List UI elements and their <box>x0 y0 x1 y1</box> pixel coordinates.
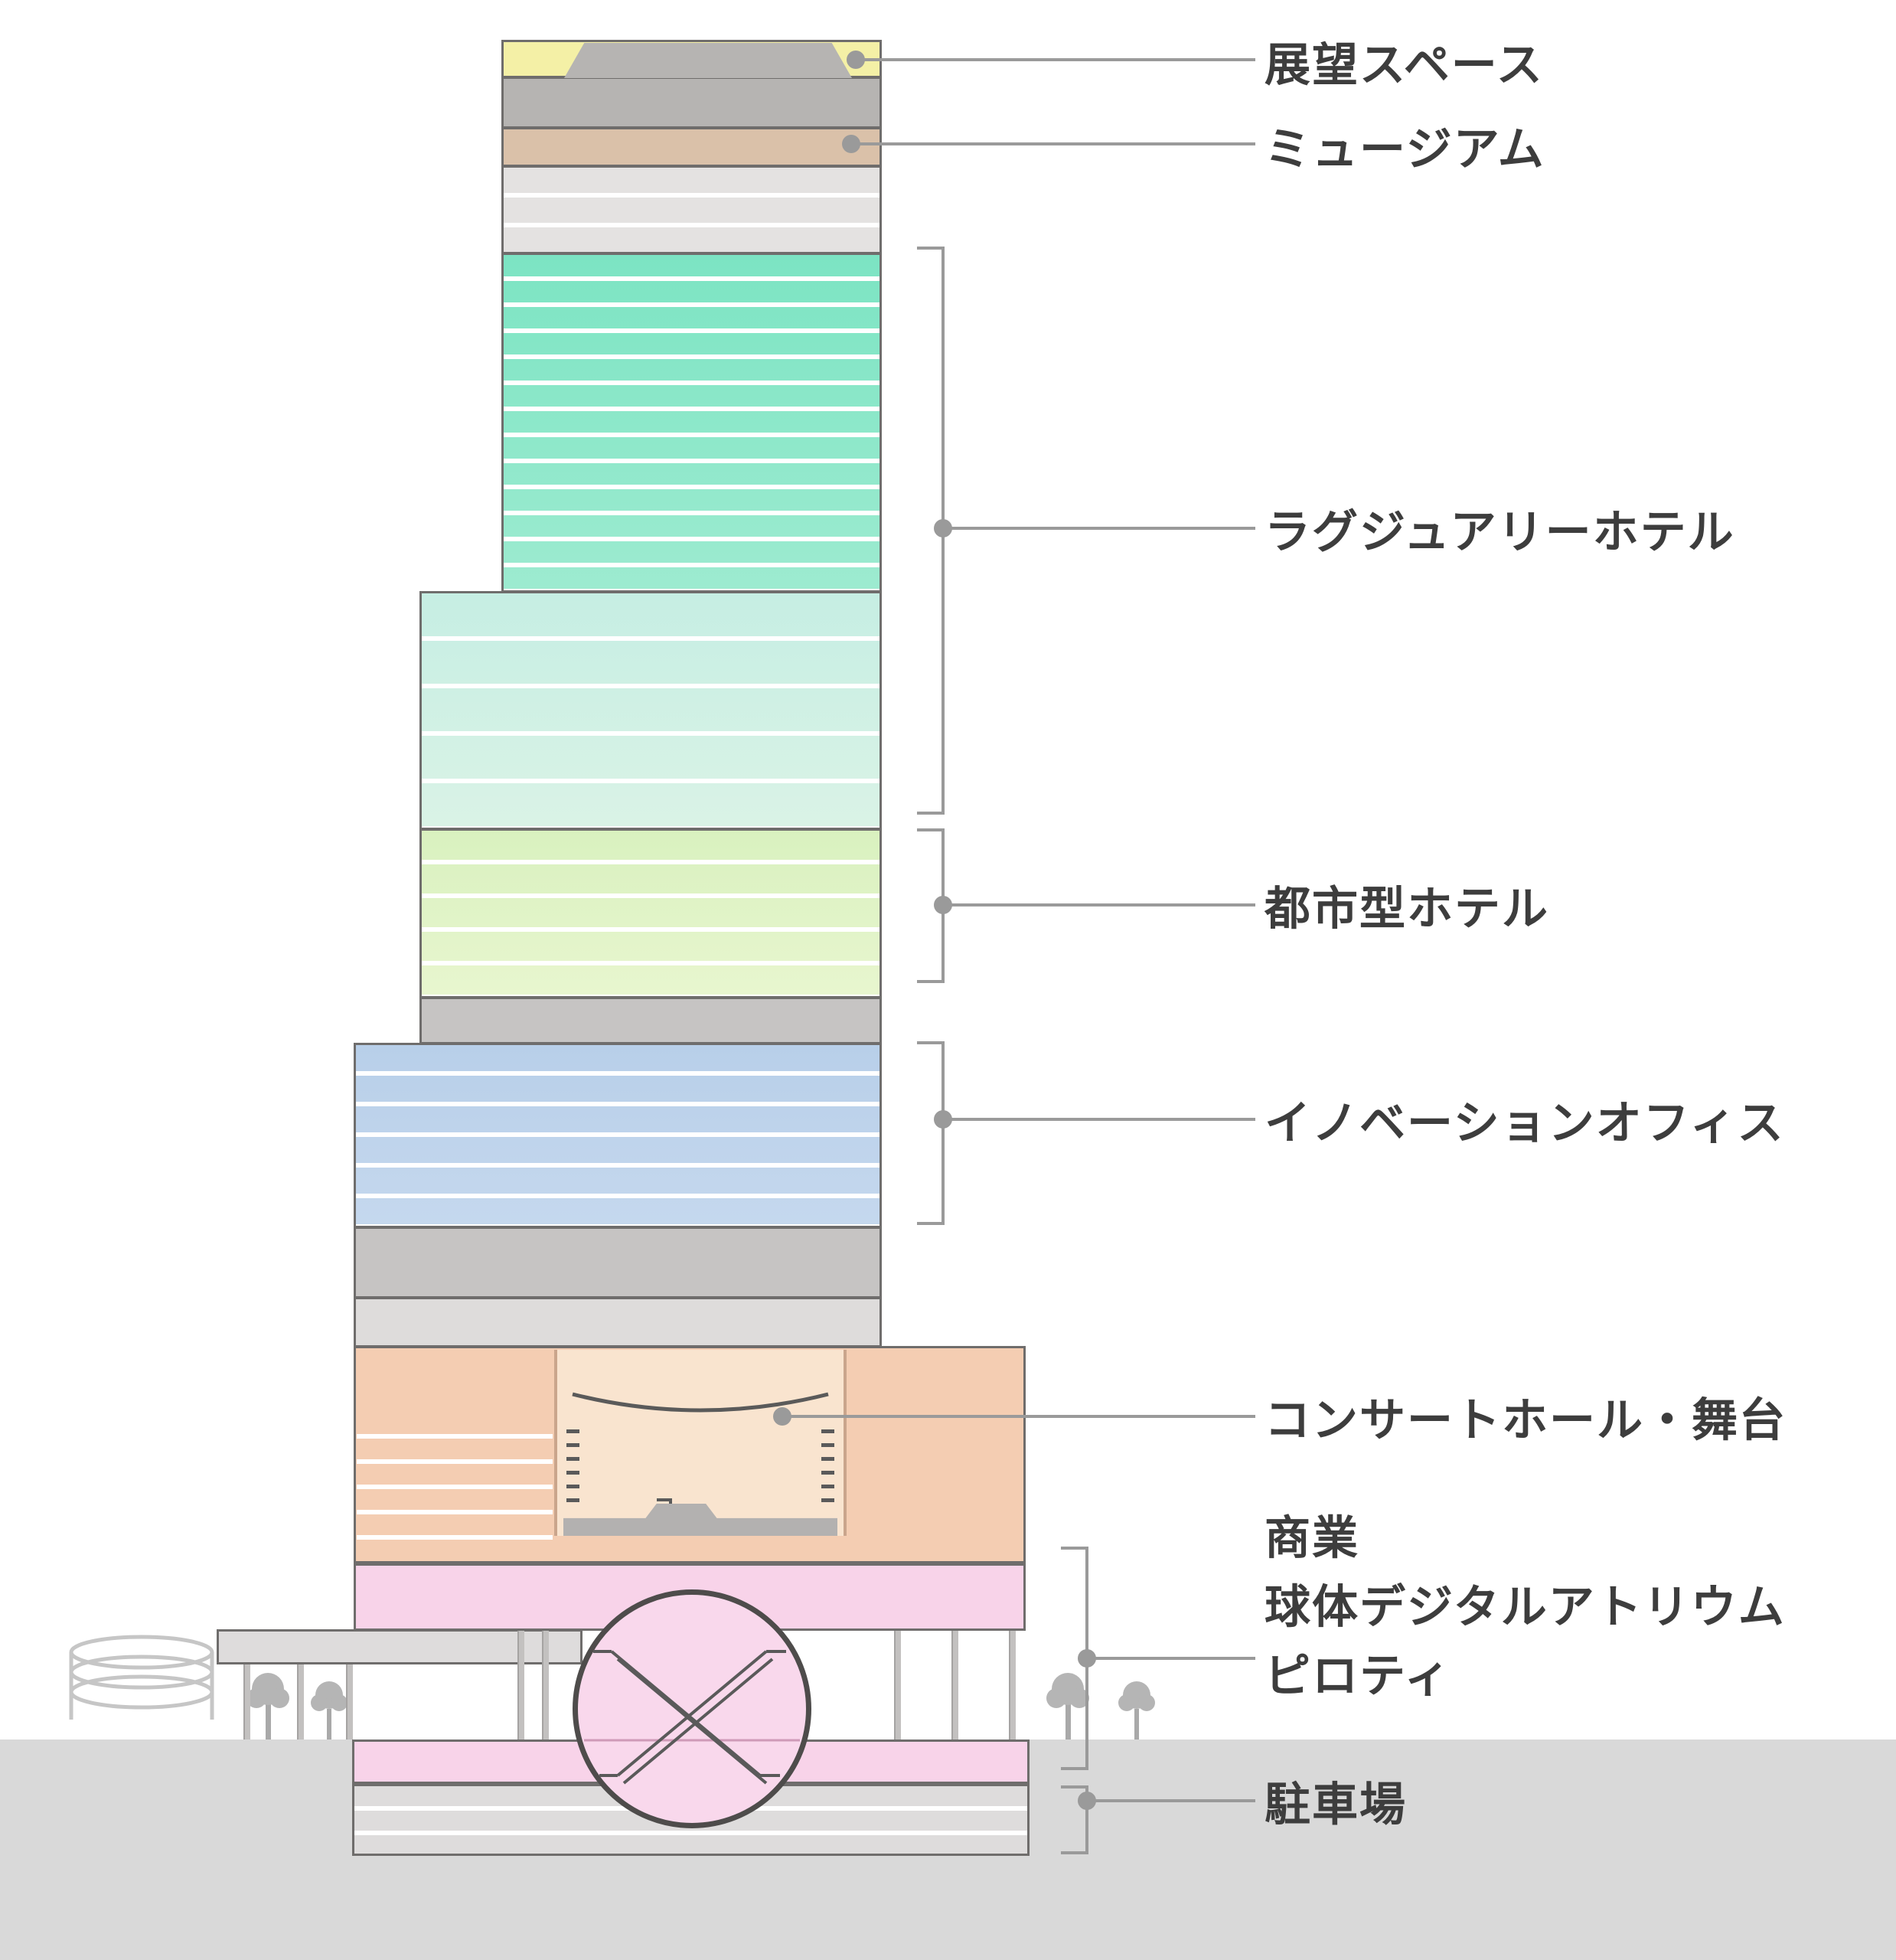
leader-museum-line <box>851 142 1255 145</box>
pilotis-column <box>542 1631 549 1740</box>
pilotis-column <box>517 1631 524 1740</box>
pilotis-column <box>297 1664 304 1740</box>
pilotis-column <box>894 1631 901 1740</box>
label-pilotis: ピロティ <box>1265 1650 1452 1702</box>
bracket-office-tick-bottom <box>917 1222 945 1225</box>
bracket-parking-tick-bottom <box>1061 1851 1088 1854</box>
leader-observation-line <box>856 58 1255 61</box>
tree-group-left <box>246 1673 348 1740</box>
pilotis-column <box>346 1664 353 1740</box>
leader-office-line <box>943 1118 1255 1121</box>
label-innovation-office: イノベーションオフィス <box>1265 1097 1785 1149</box>
label-parking: 駐車場 <box>1265 1779 1407 1831</box>
label-luxury-hotel: ラグジュアリーホテル <box>1265 506 1735 558</box>
bracket-urban-tick-top <box>917 828 945 831</box>
bracket-lower-tick-top <box>1061 1547 1088 1550</box>
bracket-parking-vline <box>1085 1785 1088 1854</box>
leader-luxury-line <box>943 527 1255 530</box>
bracket-luxury-tick-top <box>917 247 945 250</box>
bracket-lower-tick-bottom <box>1061 1767 1088 1770</box>
mechanical-band-1 <box>419 997 882 1044</box>
concert-left-floors <box>357 1413 553 1560</box>
pilotis-column <box>951 1631 958 1740</box>
mechanical-band-3 <box>354 1297 882 1348</box>
label-museum: ミュージアム <box>1265 123 1545 175</box>
bracket-luxury-tick-bottom <box>917 812 945 815</box>
luxury-hotel-upper-floors <box>501 253 882 593</box>
left-podium-slab <box>217 1629 583 1664</box>
crown-trapezoid <box>564 43 852 78</box>
bracket-parking-tick-top <box>1061 1785 1088 1788</box>
label-commercial: 商業 <box>1265 1512 1359 1564</box>
label-urban-hotel: 都市型ホテル <box>1265 883 1549 935</box>
bracket-urban-tick-bottom <box>917 980 945 983</box>
leader-parking-line <box>1087 1799 1255 1802</box>
urban-hotel-floors <box>419 828 882 998</box>
upper-gray-floors <box>501 165 882 254</box>
mechanical-band-2 <box>354 1227 882 1298</box>
escalator-lines <box>584 1650 800 1785</box>
pilotis-column <box>1009 1631 1016 1740</box>
leader-lower-line <box>1087 1657 1255 1660</box>
bracket-office-tick-top <box>917 1041 945 1044</box>
label-observation-space: 展望スペース <box>1265 39 1544 91</box>
crown-band <box>501 77 882 129</box>
spiral-ramp <box>69 1635 214 1720</box>
bracket-office-vline <box>941 1041 945 1225</box>
museum-band <box>501 127 882 167</box>
label-sphere-atrium: 球体デジタルアトリウム <box>1265 1581 1786 1633</box>
leader-urban-line <box>943 903 1255 906</box>
label-concert-hall: コンサートホール・舞台 <box>1265 1394 1787 1446</box>
tree-group-right <box>1046 1673 1155 1740</box>
luxury-hotel-lower-floors <box>419 591 882 830</box>
leader-concert-line <box>782 1415 1255 1418</box>
pilotis-column <box>243 1664 250 1740</box>
innovation-office-floors <box>354 1043 882 1228</box>
digital-atrium-sphere <box>573 1589 811 1828</box>
